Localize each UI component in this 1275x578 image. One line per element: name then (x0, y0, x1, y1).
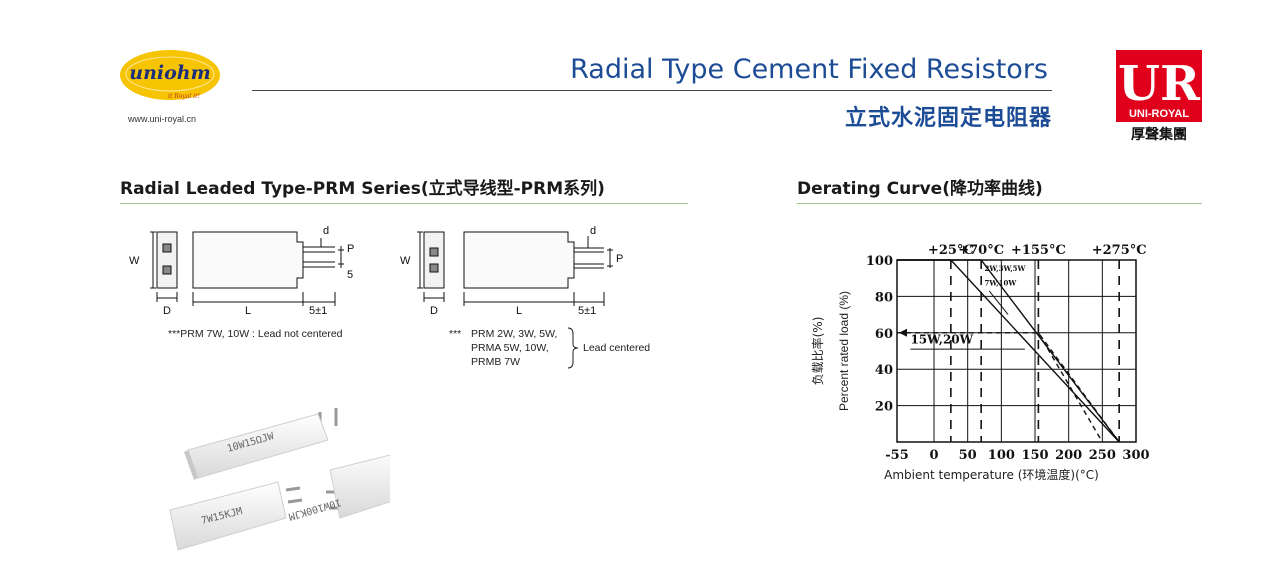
series-annotation-2: 15W,20W (910, 333, 973, 347)
uni-royal-logo: UR UNI-ROYAL 厚聲集團 (1116, 50, 1202, 142)
top-temp-label-0: +25°C (928, 243, 974, 258)
resistor-10w-15ohm: 10W15ΩJW (184, 408, 338, 480)
uniohm-tagline: it Royal it! (168, 93, 200, 100)
resistor-product-photo: 10W15ΩJW 7W15KJM 10W100KJM (169, 408, 390, 551)
chart-plot-frame (896, 259, 1137, 443)
y-tick-label-2: 60 (875, 327, 893, 342)
dim-lead-diameter-label-centered: d (590, 225, 596, 237)
note-centered-line-2: PRMA 5W, 10W, (471, 342, 549, 354)
x-tick-label-2: 50 (959, 448, 977, 463)
note-centered-line-1: PRM 2W, 3W, 5W, (471, 328, 558, 340)
y-axis-label: Percent rated load (%) (837, 291, 851, 411)
uniohm-logo: uniohm it Royal it! (120, 50, 220, 100)
dim-pitch-label-centered: P (616, 253, 623, 265)
header-divider (252, 90, 1052, 91)
brace-icon (567, 327, 579, 369)
x-tick-label-0: -55 (885, 448, 909, 463)
note-centered-line-3: PRMB 7W (471, 356, 521, 368)
dim-pitch-label: P (347, 243, 354, 255)
x-tick-label-4: 150 (1021, 448, 1048, 463)
top-temp-label-3: +275°C (1092, 243, 1147, 258)
derating-curve-chart: 100 80 60 40 20 -55 0 50 100 150 200 250 300 +25°C+70… (810, 243, 1150, 482)
ur-logo-mark: UR (1118, 56, 1201, 112)
dim-lead-length-label: 5±1 (309, 305, 327, 316)
series-line-3 (1037, 332, 1103, 443)
series-line-2 (897, 332, 1120, 443)
dim-l-label-centered: L (516, 305, 522, 316)
top-temp-label-1: +70°C (958, 243, 1004, 258)
dim-lead-diameter-label: d (323, 225, 329, 237)
uni-royal-chinese: 厚聲集團 (1131, 126, 1187, 142)
arrow-icon (899, 328, 907, 337)
website-url: www.uni-royal.cn (128, 114, 197, 124)
dim-offset-label: 5 (347, 269, 353, 281)
note-prefix: *** (449, 328, 462, 340)
y-tick-label-1: 80 (875, 290, 893, 305)
x-tick-label-7: 300 (1122, 448, 1149, 463)
prm-7w-10w-dimension-drawing: W D L 5±1 d P 5 (129, 225, 354, 316)
uni-royal-wordmark: UNI-ROYAL (1129, 108, 1189, 120)
y-axis-label-chinese: 负载比率(%) (810, 317, 825, 386)
dim-lead-length-label-centered: 5±1 (578, 305, 596, 316)
top-temp-label-2: +155°C (1011, 243, 1066, 258)
dim-l-label: L (245, 305, 251, 316)
series-annotation-0: 2W,3W,5W (985, 264, 1026, 273)
y-tick-label-0: 100 (866, 254, 893, 269)
derating-section-divider (797, 203, 1202, 204)
note-lead-not-centered: ***PRM 7W, 10W : Lead not centered (168, 328, 343, 340)
prm-section-divider (120, 203, 688, 204)
uniohm-wordmark: uniohm (129, 62, 210, 84)
series-annotation-1: 7W,10W (985, 278, 1017, 287)
x-tick-label-3: 100 (988, 448, 1015, 463)
annotation-leader-7w (988, 290, 1009, 315)
derating-section-title: Derating Curve(降功率曲线) (797, 179, 1043, 199)
prm-section-title: Radial Leaded Type-PRM Series(立式导线型-PRM系… (120, 179, 605, 199)
dim-w-label-centered: W (400, 255, 411, 267)
dim-w-label: W (129, 255, 140, 267)
resistor-10w-100k: 10W100KJM (287, 454, 390, 522)
x-tick-label-5: 200 (1055, 448, 1082, 463)
dim-d-label-centered: D (430, 305, 438, 316)
x-tick-label-6: 250 (1089, 448, 1116, 463)
y-tick-label-3: 40 (875, 363, 893, 378)
note-lead-centered: Lead centered (583, 342, 651, 354)
x-axis-label: Ambient temperature (环境温度)(°C) (884, 467, 1099, 482)
page-title: Radial Type Cement Fixed Resistors (570, 54, 1048, 85)
page-title-chinese: 立式水泥固定电阻器 (844, 106, 1052, 131)
dim-d-label: D (163, 305, 171, 316)
resistor-7w-15k: 7W15KJM (169, 481, 303, 551)
y-tick-label-4: 20 (875, 400, 893, 415)
prm-centered-dimension-drawing: W D L 5±1 d P (400, 225, 623, 316)
x-tick-label-1: 0 (930, 448, 939, 463)
